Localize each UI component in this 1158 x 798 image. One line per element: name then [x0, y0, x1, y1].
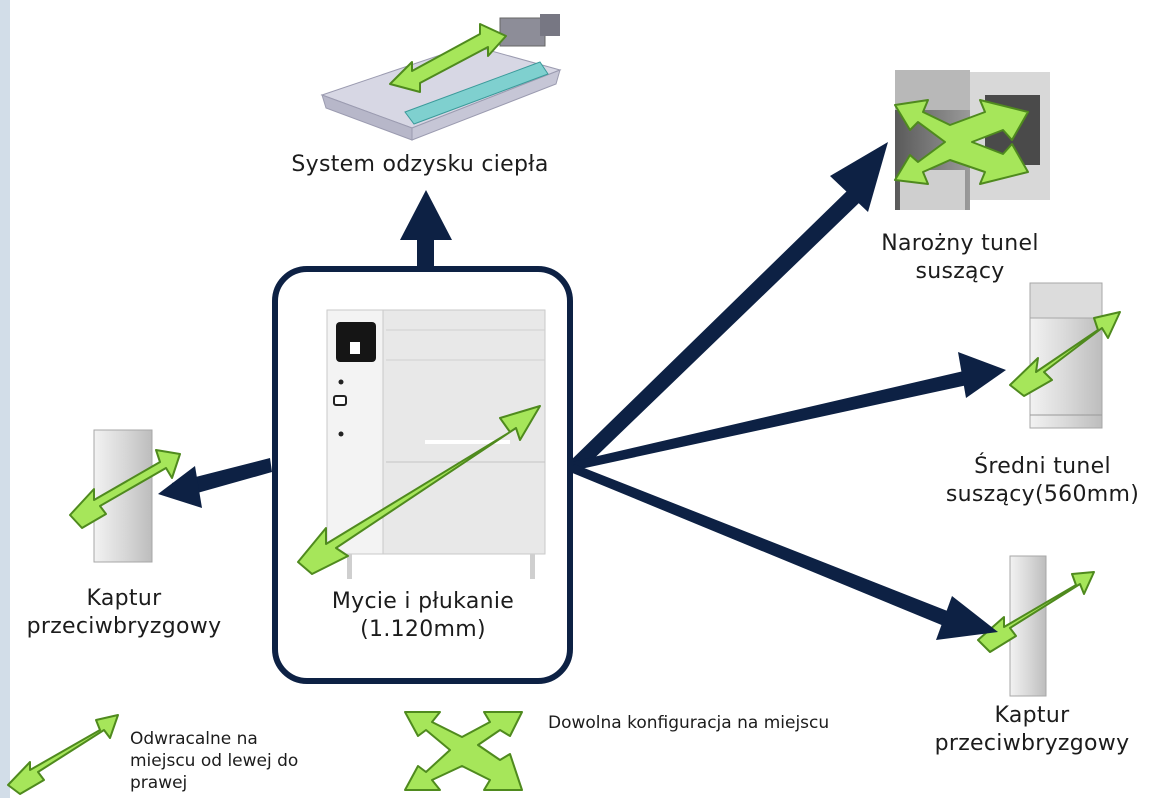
- arrow-lower-right-head: [936, 596, 998, 640]
- right-hood-label: Kaptur przeciwbryzgowy: [934, 703, 1130, 756]
- arrow-up-shaft: [417, 238, 434, 270]
- legend-reversible-arrow-icon: [7, 714, 119, 795]
- direction-arrows: [158, 142, 1006, 640]
- arrow-lower-right-shaft: [570, 464, 950, 626]
- heat-recovery-unit-image: [320, 14, 562, 141]
- legend-any-config-text: Dowolna konfiguracja na miejscu: [548, 713, 830, 733]
- reversible-arrow-icon: [977, 571, 1095, 653]
- medium-tunnel-label: Średni tunel suszący(560mm): [945, 454, 1140, 507]
- left-accent-bar: [0, 0, 10, 798]
- arrow-up-head: [400, 190, 452, 240]
- reversible-arrow-icon: [297, 405, 541, 575]
- arrow-right-shaft: [572, 370, 972, 470]
- heat-recovery-label: System odzysku ciepła: [291, 152, 549, 177]
- reversible-arrow-icon: [389, 23, 507, 93]
- any-configuration-cross-arrow-icon: [894, 99, 1029, 185]
- left-hood-label: Kaptur przeciwbryzgowy: [26, 586, 222, 639]
- legend-reversible-text: Odwracalne na miejscu od lewej do prawej: [130, 729, 299, 793]
- reversible-arrow-icon: [1009, 311, 1121, 397]
- wash-rinse-machine-image: [326, 309, 546, 579]
- arrow-upper-right-head: [830, 142, 888, 212]
- arrow-right-head: [958, 352, 1006, 398]
- legend-cross-arrow-icon: [404, 711, 523, 791]
- wash-rinse-label: Mycie i płukanie (1.120mm): [331, 589, 515, 642]
- corner-tunnel-label: Narożny tunel suszący: [881, 231, 1039, 284]
- left-splash-hood-image: [93, 429, 153, 563]
- arrow-upper-right-shaft: [566, 190, 860, 474]
- right-splash-hood-image: [1009, 555, 1047, 697]
- arrow-left-head: [158, 466, 202, 508]
- reversible-arrow-icon: [69, 449, 181, 529]
